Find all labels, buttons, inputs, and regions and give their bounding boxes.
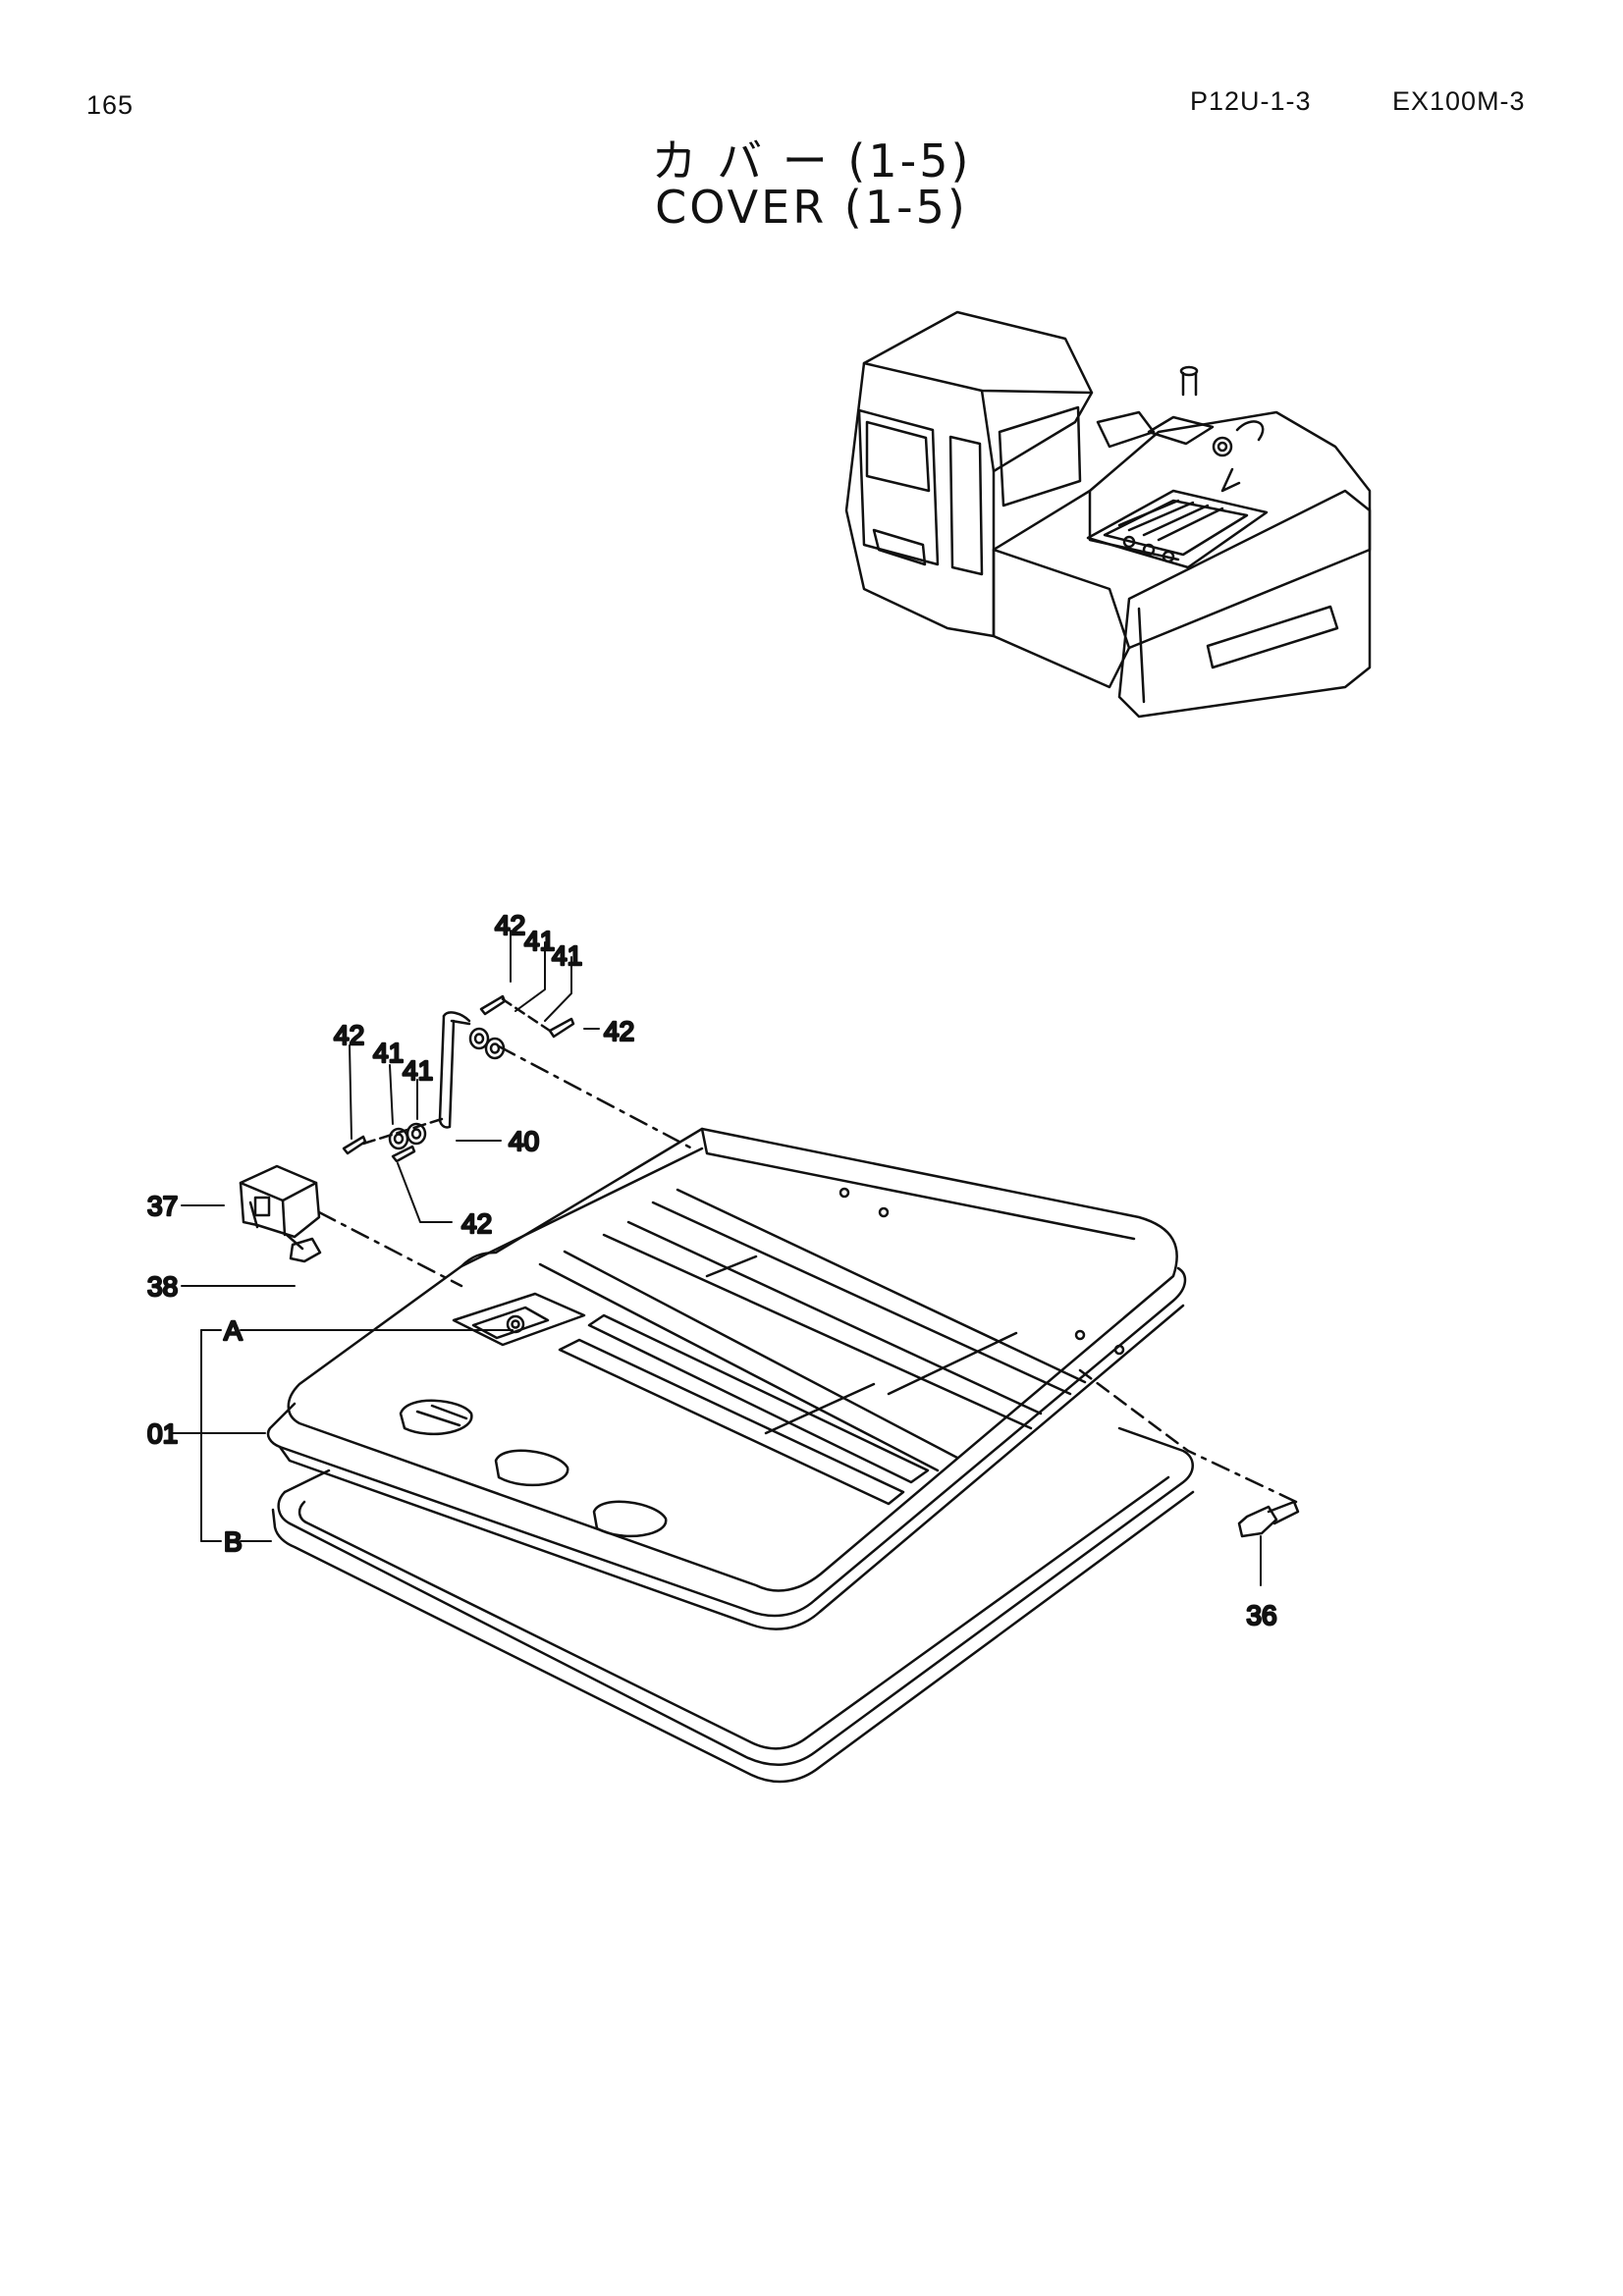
callout-42-top: 42 [495,910,525,940]
callout-labels: 36 37 38 40 41 41 41 41 42 42 42 42 01 A… [146,909,1278,1632]
callout-41-left-b: 41 [403,1055,433,1086]
callout-41-top-left: 41 [524,926,555,956]
callout-42-left: 42 [334,1020,364,1050]
cover-assembly-drawing [239,994,1300,1784]
callout-41-top-right: 41 [552,940,582,971]
callout-41-left-a: 41 [373,1038,404,1068]
machine-overview-illustration [844,310,1372,719]
title-japanese: カ バ ー (1-5) [651,134,972,187]
callout-40: 40 [509,1126,539,1156]
title-english: COVER (1-5) [655,181,968,234]
callout-42-bottom: 42 [461,1208,492,1239]
callout-37: 37 [147,1191,178,1221]
callout-38: 38 [147,1271,178,1302]
model-number: EX100M-3 [1392,86,1526,116]
callout-A: A [224,1315,243,1346]
callout-36: 36 [1246,1600,1276,1630]
callout-42-right: 42 [604,1016,634,1046]
callout-leaders [171,930,600,1542]
callout-B: B [224,1526,243,1557]
callout-01: 01 [147,1418,178,1449]
page-number: 165 [86,90,135,120]
catalog-code: P12U-1-3 [1190,86,1312,116]
